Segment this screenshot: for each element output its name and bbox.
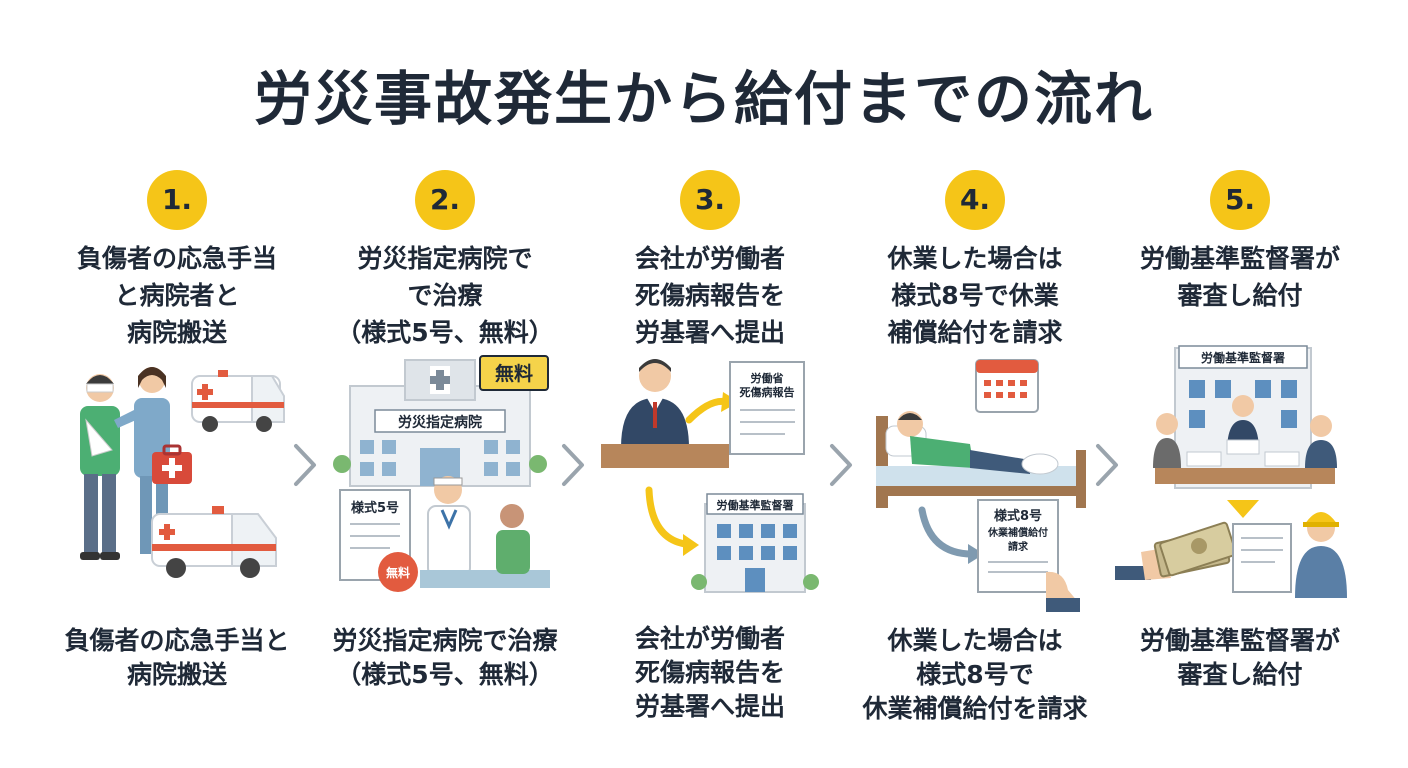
step-caption-bottom: 負傷者の応急手当と 病院搬送 bbox=[64, 626, 290, 689]
step-caption-top: 労働基準監督署が 審査し給付 bbox=[1139, 244, 1340, 310]
report-document-icon: 労働省 死傷病報告 bbox=[729, 361, 805, 455]
step-5: 5. 労働基準監督署が 審査し給付 労働基準監督署 bbox=[1115, 0, 1365, 768]
step-1-illustration bbox=[80, 367, 285, 578]
first-aid-kit-icon bbox=[152, 444, 192, 484]
free-stamp: 無料 bbox=[386, 565, 410, 580]
ambulance-icon bbox=[191, 370, 285, 432]
step-4: 4. 休業した場合は 様式8号で休業 補償給付を請求 bbox=[850, 0, 1100, 768]
step-1: 1. 負傷者の応急手当 と病院者と 病院搬送 bbox=[52, 0, 302, 768]
svg-text:請求: 請求 bbox=[1008, 540, 1029, 553]
ambulance-icon bbox=[151, 506, 277, 578]
chevron-right-icon bbox=[562, 444, 584, 486]
step-number-badge: 2. bbox=[415, 170, 475, 230]
step-3: 3. 会社が労働者 死傷病報告を 労基署へ提出 労働省 死傷病報告 bbox=[585, 0, 835, 768]
chevron-right-icon bbox=[294, 444, 316, 486]
step-caption-bottom: 休業した場合は 様式8号で 休業補償給付を請求 bbox=[862, 626, 1088, 723]
step-caption-top: 負傷者の応急手当 と病院者と 病院搬送 bbox=[76, 244, 277, 347]
step-number-badge: 1. bbox=[147, 170, 207, 230]
step-number-badge: 4. bbox=[945, 170, 1005, 230]
svg-text:労働基準監督署: 労働基準監督署 bbox=[717, 498, 794, 512]
step-caption-bottom: 労災指定病院で治療 （様式5号、無料） bbox=[332, 626, 558, 689]
worker-icon bbox=[1295, 512, 1347, 598]
hospital-sign: 労災指定病院 bbox=[398, 414, 482, 431]
injured-person-icon bbox=[80, 374, 120, 560]
step-2-illustration: 労災指定病院 無料 様式5号 無料 bbox=[333, 355, 550, 592]
form-icon: 様式5号 無料 bbox=[339, 489, 418, 592]
svg-text:休業補償給付: 休業補償給付 bbox=[987, 526, 1048, 539]
patient-icon bbox=[420, 504, 550, 588]
patient-in-bed-icon bbox=[876, 411, 1086, 508]
svg-text:様式8号: 様式8号 bbox=[994, 508, 1042, 524]
step-3-illustration: 労働省 死傷病報告 労働基準監督署 bbox=[601, 359, 819, 593]
step-number-badge: 3. bbox=[680, 170, 740, 230]
calendar-icon bbox=[975, 359, 1039, 413]
office-building-icon: 労働基準監督署 bbox=[691, 493, 819, 593]
step-caption-bottom: 会社が労働者 死傷病報告を 労基署へ提出 bbox=[634, 624, 785, 721]
hospital-icon: 労災指定病院 bbox=[333, 359, 547, 487]
svg-text:労働基準監督署: 労働基準監督署 bbox=[1201, 350, 1285, 365]
svg-text:無料: 無料 bbox=[495, 362, 533, 385]
meeting-icon bbox=[1153, 395, 1337, 484]
claim-form-icon: 様式8号 休業補償給付 請求 bbox=[977, 499, 1080, 612]
chevron-right-icon bbox=[830, 444, 852, 486]
page-title: 労災事故発生から給付までの流れ bbox=[253, 65, 1154, 133]
money-icon bbox=[1115, 521, 1237, 580]
step-2: 2. 労災指定病院で で治療 （様式5号、無料） 労災指定病院 bbox=[320, 0, 570, 768]
businessman-icon bbox=[621, 359, 689, 448]
step-caption-top: 休業した場合は 様式8号で休業 補償給付を請求 bbox=[887, 244, 1063, 347]
step-number-badge: 5. bbox=[1210, 170, 1270, 230]
step-4-illustration: 様式8号 休業補償給付 請求 bbox=[876, 359, 1086, 612]
svg-text:死傷病報告: 死傷病報告 bbox=[740, 385, 795, 399]
svg-text:労働省: 労働省 bbox=[751, 371, 784, 385]
svg-text:様式5号: 様式5号 bbox=[351, 500, 399, 516]
free-sign: 無料 bbox=[479, 355, 549, 391]
step-caption-top: 労災指定病院で で治療 （様式5号、無料） bbox=[336, 244, 554, 347]
step-5-illustration: 労働基準監督署 bbox=[1115, 345, 1347, 598]
chevron-right-icon bbox=[1096, 444, 1118, 486]
step-caption-bottom: 労働基準監督署が 審査し給付 bbox=[1139, 626, 1340, 689]
doctor-icon bbox=[427, 476, 471, 577]
step-caption-top: 会社が労働者 死傷病報告を 労基署へ提出 bbox=[634, 244, 785, 347]
